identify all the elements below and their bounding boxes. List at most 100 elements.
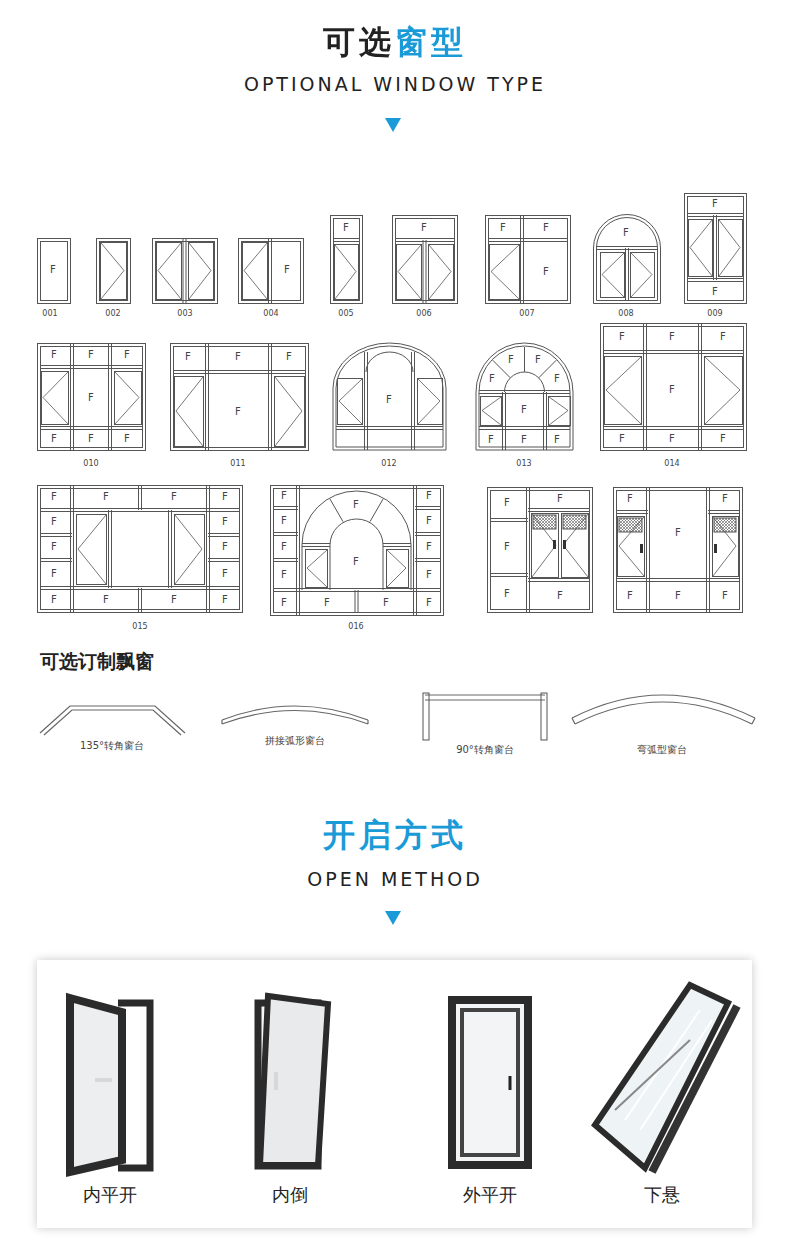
window-frame [396,219,455,301]
fixed-pane-mark: F [51,433,57,445]
fixed-pane-mark: F [281,490,287,502]
mullion-line [479,429,570,430]
mullion-line [415,591,440,592]
mullion-line [596,249,657,250]
handle [640,544,643,553]
fixed-pane-mark: F [281,597,287,609]
mullion-line [479,393,570,394]
window-type-number: 009 [707,309,722,318]
fixed-pane-mark: F [504,588,510,600]
window-frame [597,218,658,301]
window-frame [479,346,570,447]
mullion-line [625,248,626,300]
opening-mark [335,245,356,299]
open-sash-photo [70,998,122,1172]
casement-sash [689,220,713,277]
handle [563,540,566,549]
mullion-line [649,487,650,612]
fixed-pane-mark: F [124,433,130,445]
mullion-line [108,343,109,450]
arch-line [366,352,413,372]
mullion-line [40,429,142,430]
mullion-line [709,487,710,612]
window-frame [688,197,744,301]
mullion-line [208,343,209,450]
fixed-pane-mark: F [88,349,94,361]
fixed-pane-mark: F [720,433,726,445]
handle [553,540,556,549]
fixed-pane-mark: F [722,590,728,602]
mullion-line [271,238,272,303]
window-frame [274,489,441,613]
fixed-pane-mark: F [426,569,432,581]
mullion-line [70,485,71,612]
fixed-pane-mark: F [675,590,681,602]
mullion-line [708,578,739,579]
opening-mark [719,220,740,276]
window-type-number: 006 [416,309,431,318]
mullion-line [171,510,172,588]
window-frame [41,242,68,301]
casement-sash [306,550,328,588]
mullion-line [701,323,702,450]
fixed-pane-mark: F [712,286,718,298]
mullion-line [208,561,239,562]
mullion-line [415,558,440,559]
casement-sash [243,243,268,300]
window-type-number: 008 [618,309,633,318]
fixed-pane-mark: F [508,354,514,366]
open-method-caption: 外平开 [463,1185,517,1206]
mullion-line [502,392,503,450]
fixed-pane-mark: F [88,392,94,404]
mullion-line [40,426,142,427]
glass-reflection [625,1010,712,1130]
fixed-pane-mark: F [554,373,560,385]
mullion-line [40,533,72,534]
subtitle: OPTIONAL WINDOW TYPE [244,74,546,96]
fixed-pane-mark: F [619,433,625,445]
fixed-pane-mark: F [500,222,506,234]
window-type-number: 010 [83,459,98,468]
window-frame [489,219,568,301]
mullion-line [209,485,210,612]
mullion-line [273,532,298,533]
fixed-pane-mark: F [627,590,633,602]
window-frame [41,347,143,448]
mullion-line [40,368,142,369]
fixed-pane-mark: F [521,404,527,416]
fixed-pane-mark: F [543,222,549,234]
window-drawings [38,194,756,1173]
fixed-pane-mark: F [669,331,675,343]
fixed-pane-mark: F [103,491,109,503]
fixed-pane-mark: F [281,541,287,553]
opening-mark [563,514,588,577]
page-title: 可选窗型 [323,24,467,61]
subtitle: OPEN METHOD [307,869,483,891]
mullion-line [415,535,440,536]
fixed-pane-mark: F [222,541,228,553]
window-type-number: 003 [177,309,192,318]
window-sash-photo [462,1010,518,1155]
window-frame [614,488,743,613]
window-type-number: 002 [105,309,120,318]
window-frame [685,194,747,304]
mullion-line [208,536,239,537]
mullion-line [528,511,589,512]
mullion-line [546,392,547,450]
casement-sash [631,253,655,298]
mullion-line [273,588,298,589]
casement-sash [713,517,739,577]
bay-window-name: 弯弧型窗台 [637,744,687,756]
fixed-pane-mark: F [669,433,675,445]
handle-photo [95,1078,112,1082]
opening-mark [429,245,451,299]
mullion-line [603,353,743,354]
fixed-pane-mark: F [712,198,718,210]
window-frame-photo [652,1006,737,1172]
window-type-number: 016 [348,622,363,631]
casement-sash [101,243,127,300]
mullion-line [528,508,589,509]
mullion-line [302,543,330,544]
window-frame [153,239,218,304]
mullion-line [336,426,443,427]
